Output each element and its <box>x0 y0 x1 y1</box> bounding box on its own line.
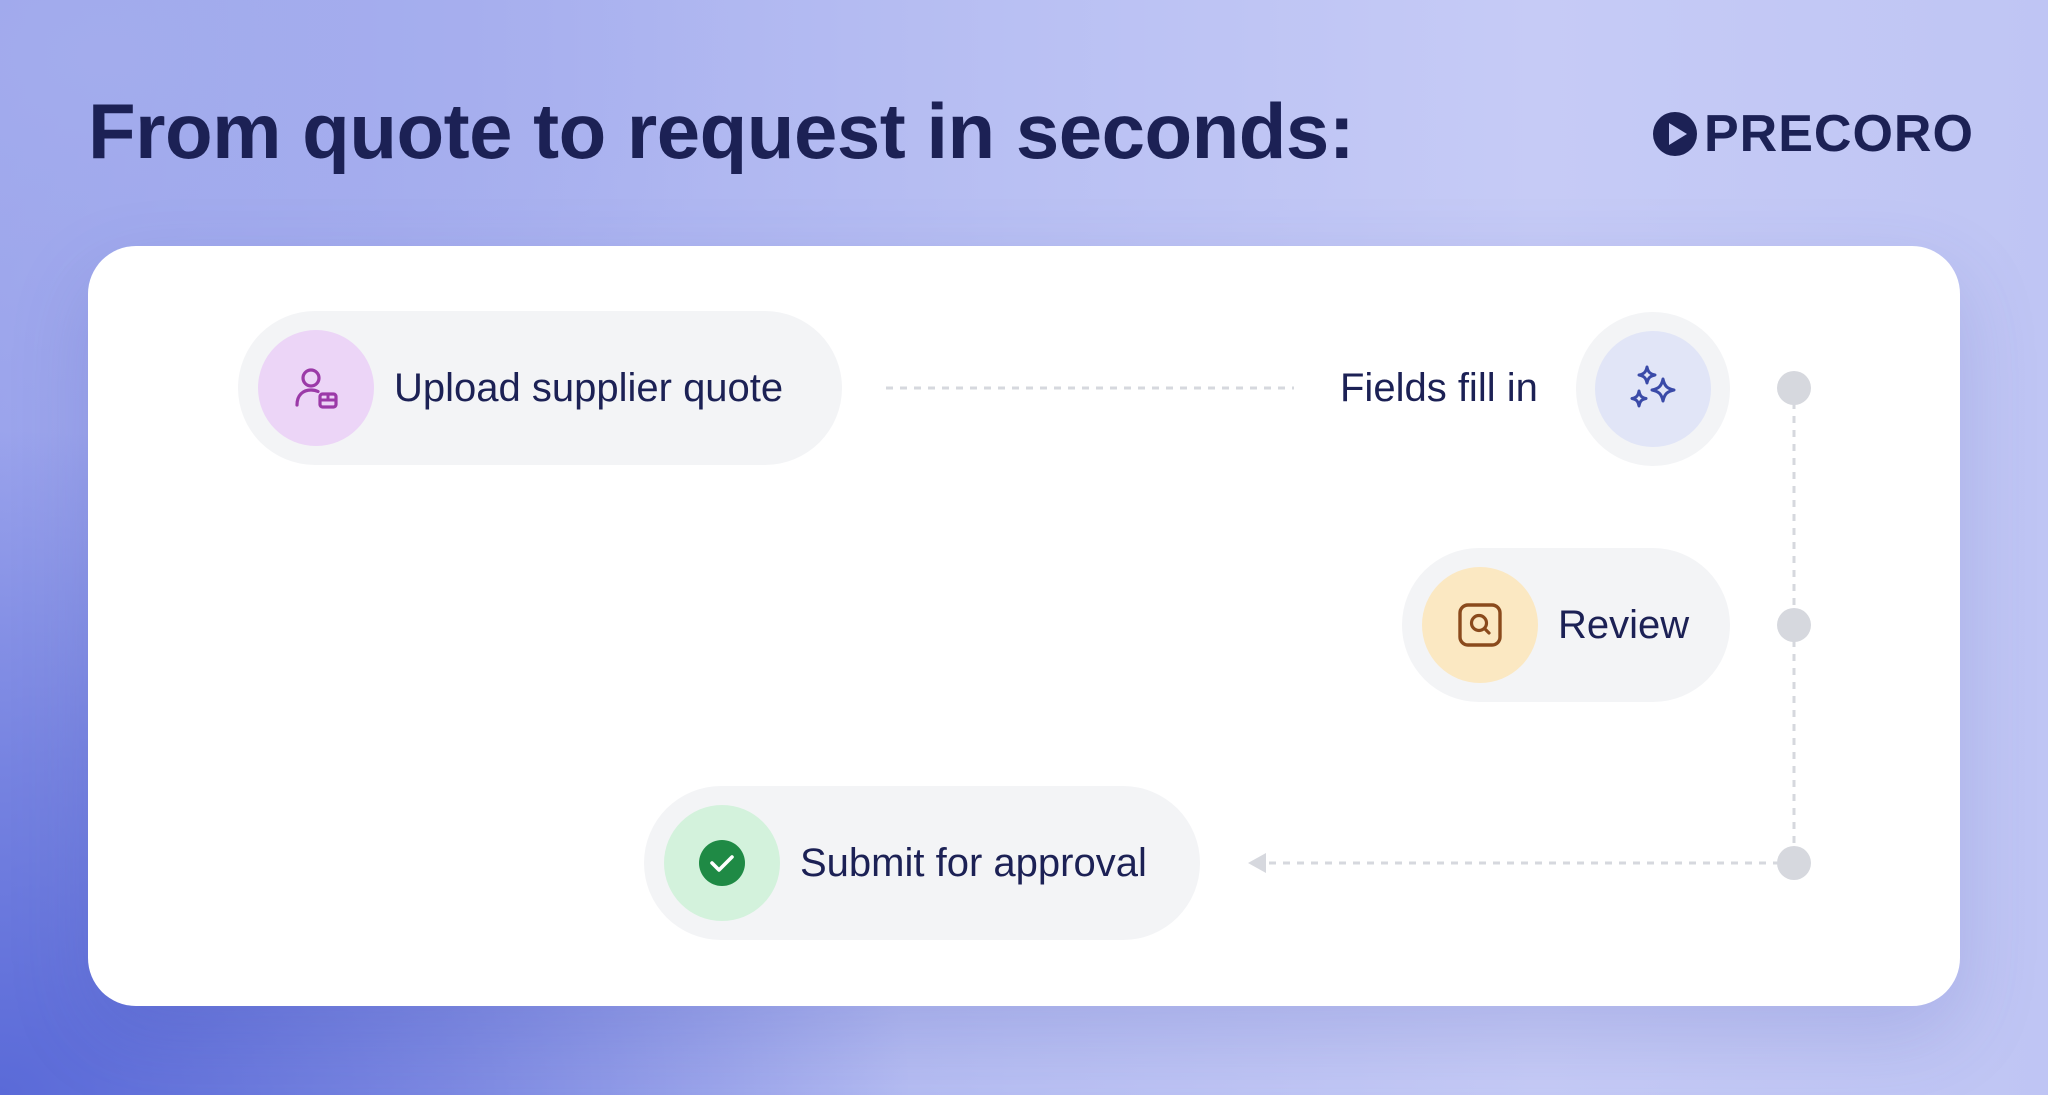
step-review: Review <box>1402 548 1730 702</box>
sparkles-icon <box>1630 365 1676 408</box>
user-package-icon <box>295 368 338 409</box>
node-dot-fields <box>1777 371 1811 405</box>
submit-step-label: Submit for approval <box>800 840 1147 885</box>
workflow-connectors <box>886 371 1811 880</box>
logo-play-icon <box>1653 112 1697 156</box>
step-submit-for-approval: Submit for approval <box>644 786 1200 940</box>
fields-icon-circle <box>1595 331 1711 447</box>
fields-step-label: Fields fill in <box>1340 366 1538 410</box>
check-circle-icon <box>699 840 745 886</box>
submit-icon-circle <box>664 805 780 921</box>
search-document-icon <box>1458 603 1502 647</box>
page-title: From quote to request in seconds: <box>88 87 1355 175</box>
review-icon-circle <box>1422 567 1538 683</box>
upload-step-label: Upload supplier quote <box>394 365 784 410</box>
logo-text: PRECORO <box>1704 105 1974 163</box>
upload-icon-circle <box>258 330 374 446</box>
connector-arrowhead <box>1248 853 1266 873</box>
review-step-label: Review <box>1558 602 1690 647</box>
step-upload-supplier-quote: Upload supplier quote <box>238 311 842 465</box>
node-dot-review <box>1777 608 1811 642</box>
node-dot-submit <box>1777 846 1811 880</box>
precoro-logo: PRECORO <box>1650 105 1974 163</box>
step-fields-fill-in <box>1576 312 1730 466</box>
workflow-card: Upload supplier quote Fields fill in Rev… <box>88 246 1960 1006</box>
